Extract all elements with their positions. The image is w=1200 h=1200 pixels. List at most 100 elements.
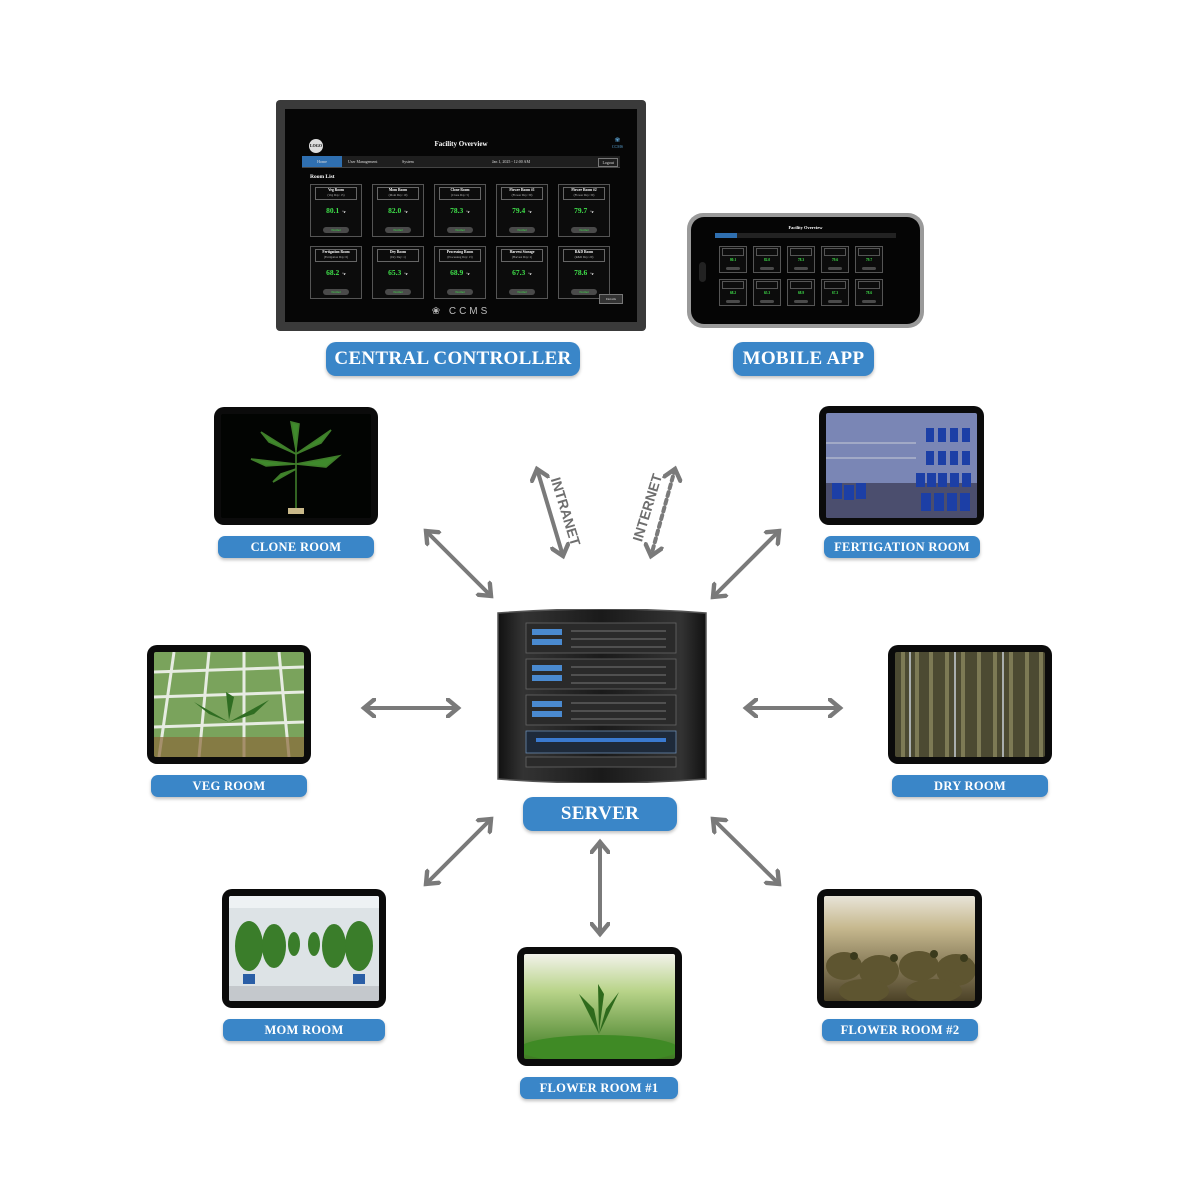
room-card-status: Normal	[385, 289, 411, 295]
flower-room-1-label: FLOWER ROOM #1	[520, 1077, 678, 1099]
room-card-status: Normal	[323, 227, 349, 233]
room-card-temperature: 65.3°F	[373, 268, 423, 277]
temperature-unit: °F	[342, 272, 346, 276]
temperature-value: 82.0	[388, 206, 402, 215]
phone-card-name-box	[722, 248, 744, 256]
phone-card-status	[726, 267, 740, 270]
phone-card-name-box	[858, 248, 880, 256]
temperature-value: 68.9	[450, 268, 464, 277]
temperature-value: 79.4	[512, 206, 526, 215]
nav-logout-button[interactable]: Logout	[598, 158, 618, 167]
room-card-day: (Fertigation Day: 6)	[324, 255, 348, 259]
phone-room-card[interactable]: 78.6	[855, 279, 883, 306]
phone-nav-home-tab[interactable]	[715, 233, 737, 238]
phone-card-value: 65.3	[763, 291, 771, 295]
central-controller-tablet: LOGO Facility Overview ❀ CCMS Home User …	[276, 100, 646, 331]
phone-card-name-box	[858, 281, 880, 289]
phone-room-card[interactable]: 79.6	[821, 246, 849, 273]
phone-card-name-box	[756, 248, 778, 256]
room-card-temperature: 78.3°F	[435, 206, 485, 215]
nav-user-management-tab[interactable]: User Management	[348, 159, 378, 164]
server-rack-icon	[497, 609, 707, 783]
phone-room-card[interactable]: 68.2	[719, 279, 747, 306]
phone-card-status	[760, 300, 774, 303]
phone-room-card[interactable]: 68.9	[787, 279, 815, 306]
phone-screen-title: Facility Overview	[788, 225, 823, 230]
phone-navbar	[715, 233, 896, 238]
temperature-value: 79.7	[574, 206, 588, 215]
tree-icon: ❀	[614, 136, 621, 144]
room-card-title: Flower Room #1	[509, 188, 535, 192]
room-card[interactable]: Processing Room(Processing Day: 13)68.9°…	[434, 246, 486, 299]
phone-room-card[interactable]: 79.7	[855, 246, 883, 273]
room-card-temperature: 67.3°F	[497, 268, 547, 277]
phone-room-card[interactable]: 65.3	[753, 279, 781, 306]
room-card-name: Mom Room(Mom Day: 10)	[377, 187, 419, 200]
temperature-value: 80.1	[326, 206, 340, 215]
temperature-value: 65.3	[388, 268, 402, 277]
flower1-photo	[524, 954, 675, 1059]
arrow-fertigation-server	[713, 531, 779, 597]
phone-card-name-box	[756, 281, 778, 289]
phone-room-card[interactable]: 78.3	[787, 246, 815, 273]
phone-card-status	[828, 300, 842, 303]
room-card-temperature: 79.4°F	[497, 206, 547, 215]
room-card-temperature: 79.7°F	[559, 206, 609, 215]
room-card-temperature: 82.0°F	[373, 206, 423, 215]
room-card-temperature: 68.2°F	[311, 268, 361, 277]
room-card-day: (Harvest Day: 2)	[511, 255, 533, 259]
room-card-title: R&D Room	[574, 250, 594, 254]
room-card-title: Harvest Storage	[509, 250, 535, 254]
temperature-unit: °F	[590, 210, 594, 214]
controller-screen: LOGO Facility Overview ❀ CCMS Home User …	[285, 109, 637, 322]
flower2-photo	[824, 896, 975, 1001]
nav-home-tab[interactable]: Home	[302, 156, 342, 167]
temperature-unit: °F	[590, 272, 594, 276]
phone-room-card[interactable]: 80.1	[719, 246, 747, 273]
room-card-title: Processing Room	[446, 250, 474, 254]
temperature-value: 67.3	[512, 268, 526, 277]
arrow-flower2-server	[713, 819, 779, 884]
server-label: SERVER	[523, 797, 677, 831]
phone-card-value: 68.2	[729, 291, 737, 295]
room-card-name: Flower Room #1(Flower Day: 30)	[501, 187, 543, 200]
phone-card-value: 67.3	[831, 291, 839, 295]
room-card-day: (Veg Day: 15)	[327, 193, 345, 197]
phone-room-card[interactable]: 82.0	[753, 246, 781, 273]
nav-system-tab[interactable]: System	[402, 159, 414, 164]
room-card-day: (Mom Day: 10)	[388, 193, 408, 197]
intranet-label: INTRANET	[548, 475, 584, 548]
details-button[interactable]: Details	[599, 294, 623, 304]
room-card[interactable]: Harvest Storage(Harvest Day: 2) 67.3°F Nor…	[496, 246, 548, 299]
room-card-status: Normal	[571, 289, 597, 295]
arrow-clone-server	[426, 531, 491, 596]
phone-card-value: 82.0	[763, 258, 771, 262]
room-list-heading: Room List	[310, 174, 335, 180]
mom-room-label: MOM ROOM	[223, 1019, 385, 1041]
phone-card-name-box	[824, 281, 846, 289]
mom-room-image	[222, 889, 386, 1008]
phone-room-card[interactable]: 67.3	[821, 279, 849, 306]
room-card-name: Harvest Storage(Harvest Day: 2)	[501, 249, 543, 262]
room-card-name: Dry Room(Dry Day: 1)	[377, 249, 419, 262]
clone-plant-photo	[221, 414, 371, 518]
room-card[interactable]: Fertigation Room(Fertigation Day: 6) 68.2…	[310, 246, 362, 299]
room-card-name: Flower Room #2(Flower Day: 30)	[563, 187, 605, 200]
arrow-intranet	[537, 469, 563, 556]
screen-title: Facility Overview	[434, 140, 488, 148]
phone-card-value: 68.9	[797, 291, 805, 295]
room-card[interactable]: Dry Room(Dry Day: 1) 65.3°F Normal	[372, 246, 424, 299]
temperature-unit: °F	[342, 210, 346, 214]
phone-card-value: 80.1	[729, 258, 737, 262]
arrow-mom-server	[426, 819, 491, 884]
phone-card-name-box	[824, 248, 846, 256]
room-card-status: Normal	[509, 289, 535, 295]
phone-card-name-box	[722, 281, 744, 289]
room-card-name: Fertigation Room(Fertigation Day: 6)	[315, 249, 357, 262]
